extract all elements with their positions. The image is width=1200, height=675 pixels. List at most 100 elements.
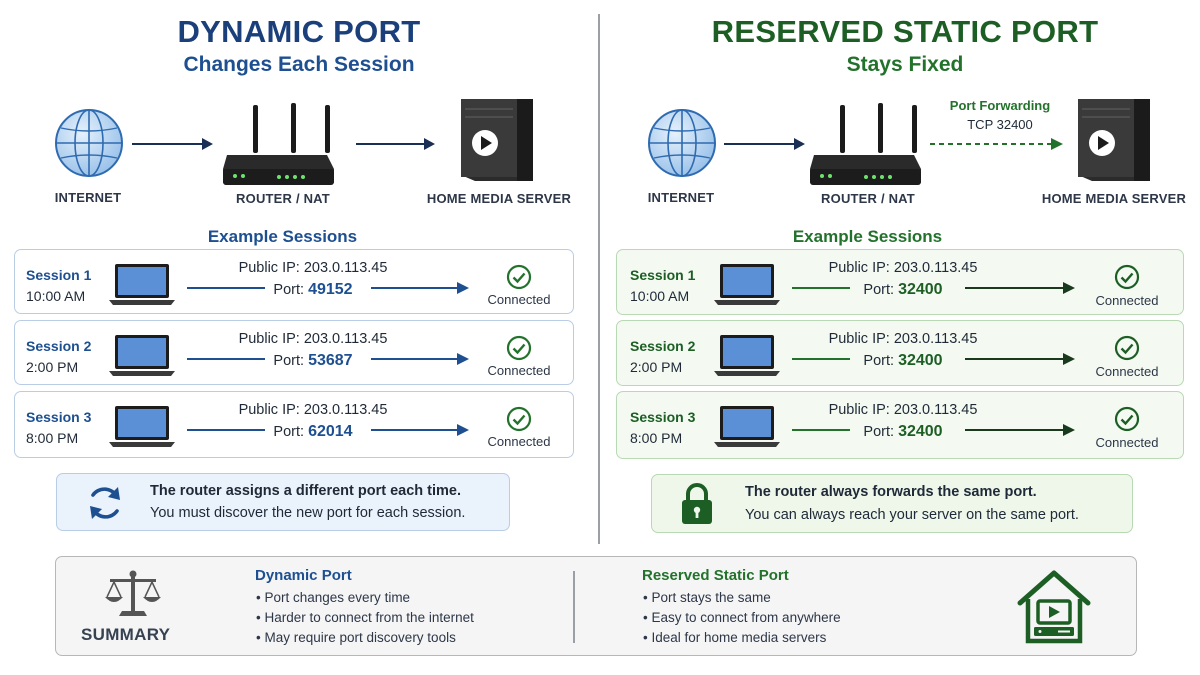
summary-static-item-3: • Ideal for home media servers <box>643 630 826 645</box>
check-circle-icon <box>506 335 532 361</box>
session-port: 49152 <box>308 281 353 298</box>
laptop-icon <box>109 406 175 447</box>
summary-dynamic-title: Dynamic Port <box>255 567 352 584</box>
check-circle-icon <box>1114 406 1140 432</box>
dynamic-internet-label: INTERNET <box>54 190 122 205</box>
session-ip: Public IP: 203.0.113.45 <box>238 402 388 418</box>
connection-status: Connected <box>1095 435 1159 450</box>
session-name: Session 1 <box>630 267 696 283</box>
port-prefix: Port: <box>273 424 305 440</box>
dynamic-title: DYNAMIC PORT <box>177 14 421 49</box>
summary-static-item-2: • Easy to connect from anywhere <box>643 610 841 625</box>
session-time: 2:00 PM <box>630 359 683 375</box>
static-internet-label: INTERNET <box>647 190 715 205</box>
session-port: 32400 <box>898 352 943 369</box>
dynamic-subtitle: Changes Each Session <box>183 53 415 76</box>
router-icon <box>223 103 334 185</box>
session-name: Session 3 <box>26 409 92 425</box>
dynamic-session-row-3: Session 3 8:00 PM Public IP: 203.0.113.4… <box>14 391 574 458</box>
session-port: 32400 <box>898 281 943 298</box>
arrow-internet-router <box>724 138 805 150</box>
check-circle-icon <box>1114 335 1140 361</box>
summary-static-title: Reserved Static Port <box>642 567 789 584</box>
connection-status: Connected <box>487 434 551 449</box>
connection-status: Connected <box>1095 293 1159 308</box>
arrow-left-segment <box>187 429 265 431</box>
dynamic-session-row-1: Session 1 10:00 AM Public IP: 203.0.113.… <box>14 249 574 314</box>
laptop-icon <box>714 406 780 447</box>
summary-item-text: Harder to connect from the internet <box>264 610 474 625</box>
dynamic-note-bold: The router assigns a different port each… <box>150 483 462 499</box>
globe-icon <box>648 109 716 177</box>
arrow-right-segment <box>371 282 469 294</box>
connection-status: Connected <box>1095 364 1159 379</box>
session-ip: Public IP: 203.0.113.45 <box>828 331 978 347</box>
laptop-icon <box>109 264 175 305</box>
session-port: 32400 <box>898 423 943 440</box>
static-note-bold: The router always forwards the same port… <box>745 484 1037 500</box>
session-name: Session 2 <box>26 338 92 354</box>
router-icon <box>810 103 921 185</box>
arrow-left-segment <box>792 358 850 360</box>
session-time: 8:00 PM <box>26 430 79 446</box>
bullet: • <box>256 590 261 605</box>
scales-icon <box>105 570 161 616</box>
arrow-router-server <box>356 138 435 150</box>
summary-divider <box>573 571 575 643</box>
static-subtitle: Stays Fixed <box>846 53 964 76</box>
summary-label: SUMMARY <box>81 625 171 644</box>
arrow-left-segment <box>187 287 265 289</box>
port-prefix: Port: <box>273 282 305 298</box>
session-name: Session 2 <box>630 338 696 354</box>
arrow-right-segment <box>371 353 469 365</box>
static-sessions-heading: Example Sessions <box>792 227 943 246</box>
summary-dynamic-item-2: • Harder to connect from the internet <box>256 610 474 625</box>
session-name: Session 3 <box>630 409 696 425</box>
connection-status: Connected <box>487 292 551 307</box>
bullet: • <box>256 630 261 645</box>
check-circle-icon <box>506 264 532 290</box>
dynamic-session-row-2: Session 2 2:00 PM Public IP: 203.0.113.4… <box>14 320 574 385</box>
static-session-row-3: Session 3 8:00 PM Public IP: 203.0.113.4… <box>616 391 1184 459</box>
laptop-icon <box>714 335 780 376</box>
dynamic-router-label: ROUTER / NAT <box>236 191 330 206</box>
connection-status: Connected <box>487 363 551 378</box>
arrow-left-segment <box>792 287 850 289</box>
static-server-label: HOME MEDIA SERVER <box>1041 191 1187 206</box>
summary-dynamic-item-1: • Port changes every time <box>256 590 410 605</box>
home-media-icon <box>1017 570 1091 644</box>
static-session-row-2: Session 2 2:00 PM Public IP: 203.0.113.4… <box>616 320 1184 386</box>
dynamic-note: The router assigns a different port each… <box>56 473 510 531</box>
session-name: Session 1 <box>26 267 92 283</box>
lock-icon <box>682 483 712 524</box>
port-prefix: Port: <box>273 353 305 369</box>
session-time: 2:00 PM <box>26 359 79 375</box>
static-note: The router always forwards the same port… <box>651 474 1133 533</box>
globe-icon <box>55 109 123 177</box>
center-divider <box>598 14 600 544</box>
session-port-line: Port: 53687 <box>203 352 423 370</box>
session-time: 8:00 PM <box>630 430 683 446</box>
dynamic-sessions-heading: Example Sessions <box>207 227 358 246</box>
static-title: RESERVED STATIC PORT <box>711 14 1099 49</box>
session-ip: Public IP: 203.0.113.45 <box>828 402 978 418</box>
bullet: • <box>643 610 648 625</box>
port-prefix: Port: <box>863 424 895 440</box>
summary-item-text: May require port discovery tools <box>264 630 456 645</box>
bullet: • <box>643 590 648 605</box>
session-port: 53687 <box>308 352 353 369</box>
session-port-line: Port: 32400 <box>793 281 1013 299</box>
session-ip: Public IP: 203.0.113.45 <box>238 331 388 347</box>
summary-item-text: Easy to connect from anywhere <box>651 610 841 625</box>
session-time: 10:00 AM <box>26 288 86 304</box>
refresh-icon <box>90 487 120 519</box>
port-prefix: Port: <box>863 353 895 369</box>
check-circle-icon <box>1114 264 1140 290</box>
arrow-right-segment <box>371 424 469 436</box>
arrow-right-segment <box>965 424 1075 436</box>
session-ip: Public IP: 203.0.113.45 <box>828 260 978 276</box>
summary-item-text: Port stays the same <box>651 590 771 605</box>
summary-item-text: Port changes every time <box>264 590 411 605</box>
dashed-forward-arrow <box>930 138 1063 150</box>
bullet: • <box>256 610 261 625</box>
